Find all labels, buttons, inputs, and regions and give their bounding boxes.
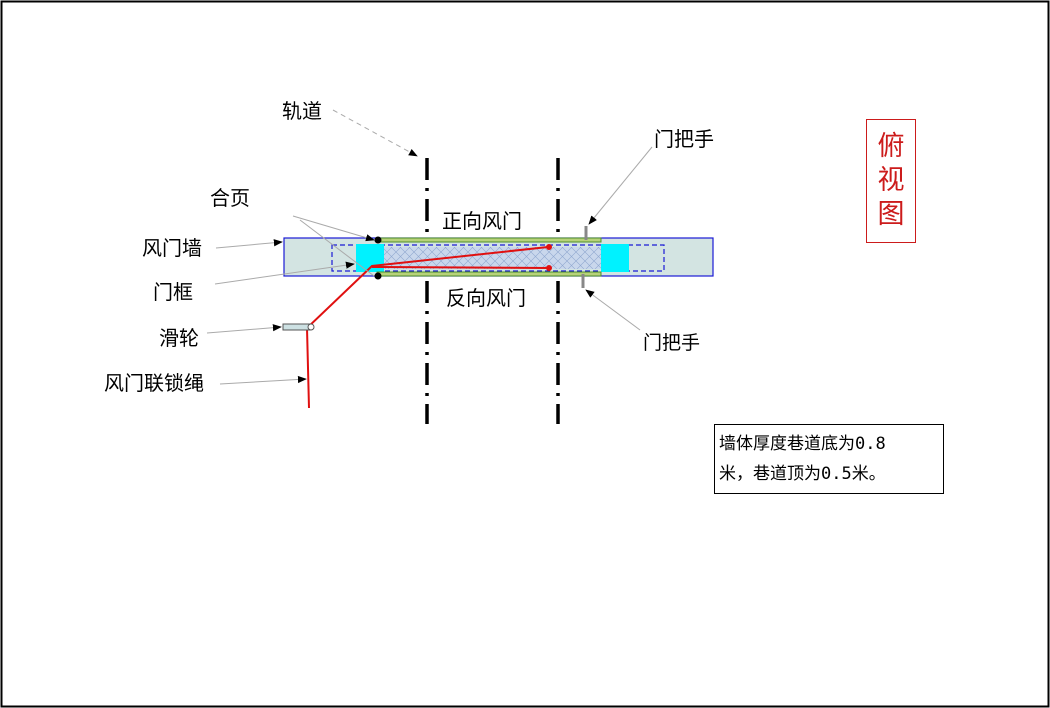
title-char-1: 俯 bbox=[877, 131, 905, 162]
title-char-3: 图 bbox=[877, 199, 905, 230]
door-opening-hatch bbox=[356, 247, 601, 269]
rope-anchor-bottom bbox=[546, 265, 552, 271]
interlock-rope-branch bbox=[371, 266, 550, 269]
leader-frame bbox=[214, 261, 355, 285]
label-pulley: 滑轮 bbox=[159, 326, 199, 350]
leader-door-handle-top bbox=[588, 146, 653, 225]
leader-door-handle-bottom bbox=[585, 289, 641, 331]
wall-thickness-note: 墙体厚度巷道底为0.8 米，巷道顶为0.5米。 bbox=[714, 424, 944, 494]
leader-rope bbox=[219, 375, 307, 385]
label-frame: 门框 bbox=[153, 280, 193, 304]
reverse-door-leaf bbox=[376, 271, 602, 277]
label-interlock-rope: 风门联锁绳 bbox=[104, 371, 204, 395]
leader-hinge-1 bbox=[292, 215, 375, 242]
label-wall: 风门墙 bbox=[142, 236, 202, 260]
pulley-icon bbox=[307, 323, 315, 331]
hinge-bottom bbox=[374, 272, 382, 280]
label-reverse-door: 反向风门 bbox=[446, 286, 526, 310]
leader-wall bbox=[215, 239, 283, 249]
view-title-box: 俯 视 图 bbox=[866, 119, 916, 243]
note-line-1: 墙体厚度巷道底为0.8 bbox=[719, 434, 886, 454]
title-char-2: 视 bbox=[877, 165, 905, 196]
pulley-bracket bbox=[282, 323, 311, 331]
label-forward-door: 正向风门 bbox=[442, 209, 522, 233]
frame-block-right bbox=[601, 244, 629, 272]
label-door-handle-top: 门把手 bbox=[654, 127, 714, 151]
hinge-top bbox=[374, 236, 382, 244]
leader-pulley bbox=[206, 324, 282, 334]
note-line-2: 米，巷道顶为0.5米。 bbox=[719, 464, 886, 484]
interlock-rope bbox=[305, 246, 549, 409]
rope-anchor-top bbox=[546, 244, 552, 250]
label-door-handle-bottom: 门把手 bbox=[643, 332, 701, 354]
door-frame-outline bbox=[331, 244, 665, 272]
forward-door-leaf bbox=[376, 237, 602, 243]
leader-track bbox=[332, 109, 418, 157]
leader-hinge-2 bbox=[299, 219, 375, 277]
label-track: 轨道 bbox=[282, 99, 322, 123]
label-hinge: 合页 bbox=[210, 186, 250, 210]
